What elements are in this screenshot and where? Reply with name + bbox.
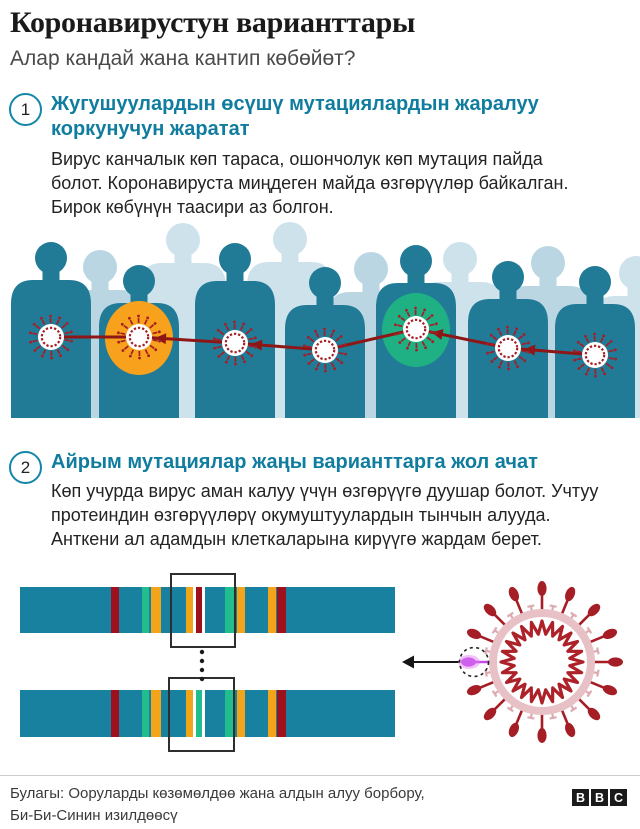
spike-icon bbox=[587, 707, 601, 721]
spike-icon bbox=[602, 684, 618, 696]
genome-comparison-svg bbox=[20, 573, 623, 752]
genome-mutation-illustration bbox=[0, 570, 640, 770]
page-title: Коронавирустун варианттары bbox=[10, 6, 416, 39]
dotted-connector-dot bbox=[199, 676, 205, 682]
genome-stripe bbox=[196, 587, 202, 633]
spike-icon bbox=[564, 586, 576, 602]
virus-membrane bbox=[489, 609, 595, 715]
dotted-connector-dot bbox=[199, 667, 205, 673]
spike-icon bbox=[602, 628, 618, 640]
spike-icon bbox=[608, 657, 623, 667]
genome-stripe bbox=[111, 690, 119, 737]
step-2-number-badge: 2 bbox=[9, 451, 42, 484]
spike-icon bbox=[537, 581, 547, 596]
section-2: 2 Айрым мутациялар жаңы варианттарга жол… bbox=[9, 450, 611, 552]
pointer-arrowhead bbox=[402, 655, 414, 669]
coronavirus-illustration bbox=[461, 581, 623, 743]
source-text: Булагы: Ооруларды көзөмөлдөө жана алдын … bbox=[10, 783, 425, 827]
step-1-number-badge: 1 bbox=[9, 93, 42, 126]
genome-bar bbox=[20, 587, 395, 633]
spike-focus-dotted-circle bbox=[458, 646, 490, 678]
spike-icon bbox=[483, 603, 497, 617]
step-2-number: 2 bbox=[20, 457, 31, 477]
transmission-arrowhead bbox=[154, 333, 167, 345]
footer: Булагы: Ооруларды көзөмөлдөө жана алдын … bbox=[0, 775, 640, 827]
dotted-connector-dot bbox=[199, 649, 205, 655]
transmission-arrowhead bbox=[431, 329, 444, 340]
virus-icon bbox=[303, 327, 347, 373]
page-subtitle: Алар кандай жана кантип көбөйөт? bbox=[10, 47, 356, 70]
spike-icon bbox=[564, 722, 576, 738]
genome-stripe bbox=[225, 690, 235, 737]
genome-stripe bbox=[186, 587, 194, 633]
section-2-text: Айрым мутациялар жаңы варианттарга жол а… bbox=[51, 450, 611, 552]
purple-spike-icon bbox=[461, 657, 476, 667]
bbc-logo-b2: B bbox=[591, 789, 608, 806]
genome-bar bbox=[20, 690, 395, 737]
mutation-zoom-box bbox=[170, 573, 236, 648]
genome-stripe bbox=[142, 587, 149, 633]
bbc-logo-b1: B bbox=[572, 789, 589, 806]
genome-stripe bbox=[237, 690, 245, 737]
genome-stripe bbox=[225, 587, 235, 633]
virus-icon bbox=[29, 314, 73, 360]
spike-icon bbox=[466, 684, 482, 696]
header: Коронавирустун варианттары Алар кандай ж… bbox=[10, 6, 415, 71]
source-line-2: Би-Би-Синин изилдөөсү bbox=[10, 806, 178, 824]
genome-stripe bbox=[142, 690, 149, 737]
genome-stripe bbox=[151, 690, 161, 737]
genome-stripe bbox=[268, 587, 276, 633]
section-1-heading: Жугушуулардын өсүшү мутациялардын жаралу… bbox=[51, 93, 539, 141]
step-1-number: 1 bbox=[20, 99, 31, 119]
virus-icon bbox=[486, 325, 530, 371]
genome-stripe bbox=[277, 587, 286, 633]
purple-spike-glow bbox=[458, 655, 480, 669]
spike-icon bbox=[537, 728, 547, 743]
virus-icon bbox=[394, 306, 438, 352]
genome-stripe bbox=[151, 587, 161, 633]
genome-stripe bbox=[111, 587, 119, 633]
genome-stripe bbox=[196, 690, 202, 737]
virus-icon bbox=[573, 332, 617, 378]
spike-icon bbox=[508, 586, 520, 602]
section-1-text: Жугушуулардын өсүшү мутациялардын жаралу… bbox=[51, 92, 606, 220]
spike-icon bbox=[466, 628, 482, 640]
genome-stripe bbox=[237, 587, 245, 633]
bbc-logo-c: C bbox=[610, 789, 627, 806]
crowd-transmission-svg bbox=[11, 222, 640, 418]
spike-icon bbox=[587, 603, 601, 617]
bbc-logo: B B C bbox=[572, 789, 627, 806]
genome-stripe bbox=[268, 690, 276, 737]
dotted-connector-dot bbox=[199, 658, 205, 664]
section-1-body: Вирус канчалык көп тараса, ошончолук көп… bbox=[51, 148, 569, 217]
genome-stripe bbox=[186, 690, 194, 737]
spike-icon bbox=[483, 707, 497, 721]
genome-stripe bbox=[277, 690, 286, 737]
section-1: 1 Жугушуулардын өсүшү мутациялардын жара… bbox=[9, 92, 606, 220]
transmission-arrowhead bbox=[250, 339, 263, 351]
section-2-body: Көп учурда вирус аман калуу үчүн өзгөрүү… bbox=[51, 481, 599, 550]
transmission-arrowhead bbox=[523, 344, 536, 356]
virus-icon bbox=[213, 320, 257, 366]
virus-icon bbox=[117, 314, 161, 360]
spike-icon bbox=[508, 722, 520, 738]
section-2-heading: Айрым мутациялар жаңы варианттарга жол а… bbox=[51, 451, 538, 473]
transmission-illustration bbox=[0, 220, 640, 425]
source-line-1: Булагы: Ооруларды көзөмөлдөө жана алдын … bbox=[10, 785, 425, 802]
virus-rna-zigzag bbox=[499, 619, 585, 705]
